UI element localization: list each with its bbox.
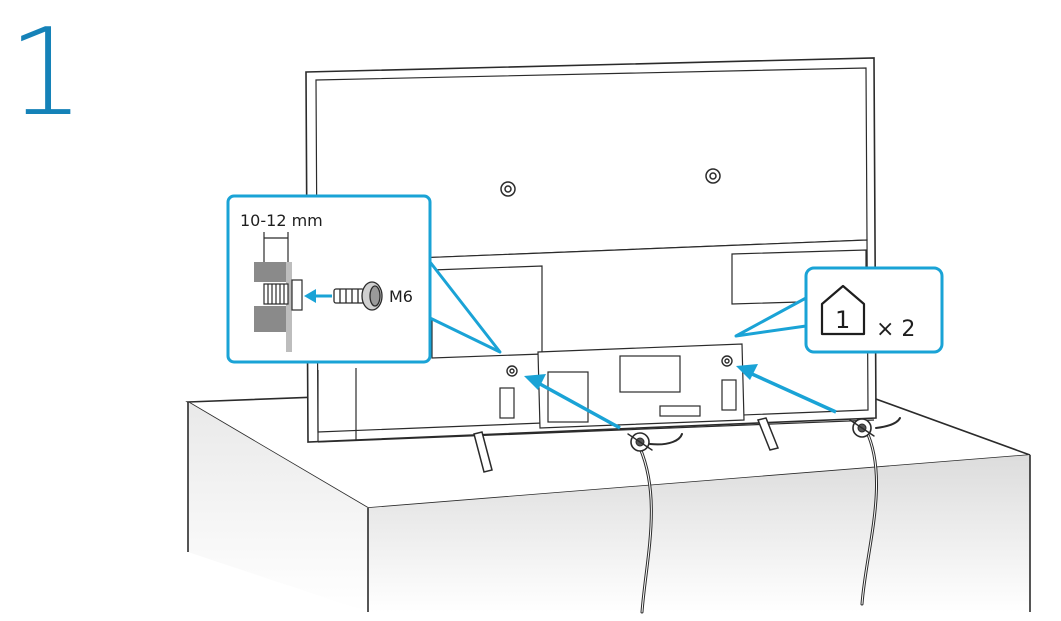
length-label: 10-12 mm bbox=[240, 211, 323, 230]
wall-strap-icon bbox=[627, 417, 901, 614]
screw-icon bbox=[333, 281, 383, 311]
part-bag-icon bbox=[820, 284, 866, 336]
strap-screw-holes bbox=[506, 355, 733, 377]
callout-screw: 10-12 mm M6 bbox=[226, 194, 432, 364]
step-number: 1 bbox=[8, 4, 85, 143]
tv-terminal-block bbox=[537, 343, 745, 429]
length-dimension bbox=[263, 232, 289, 262]
callout-parts: 1 × 2 bbox=[804, 266, 944, 354]
mount-hole-icon bbox=[500, 168, 721, 197]
quantity-label: × 2 bbox=[876, 317, 915, 342]
tv-back bbox=[305, 57, 877, 443]
screw-size-label: M6 bbox=[389, 287, 413, 306]
arrow-icon bbox=[524, 364, 837, 430]
cabinet-left-face bbox=[188, 402, 368, 612]
screw-in-hole bbox=[263, 279, 303, 311]
tv-legs bbox=[473, 417, 780, 473]
part-number: 1 bbox=[835, 306, 850, 334]
insert-arrow bbox=[304, 289, 316, 303]
